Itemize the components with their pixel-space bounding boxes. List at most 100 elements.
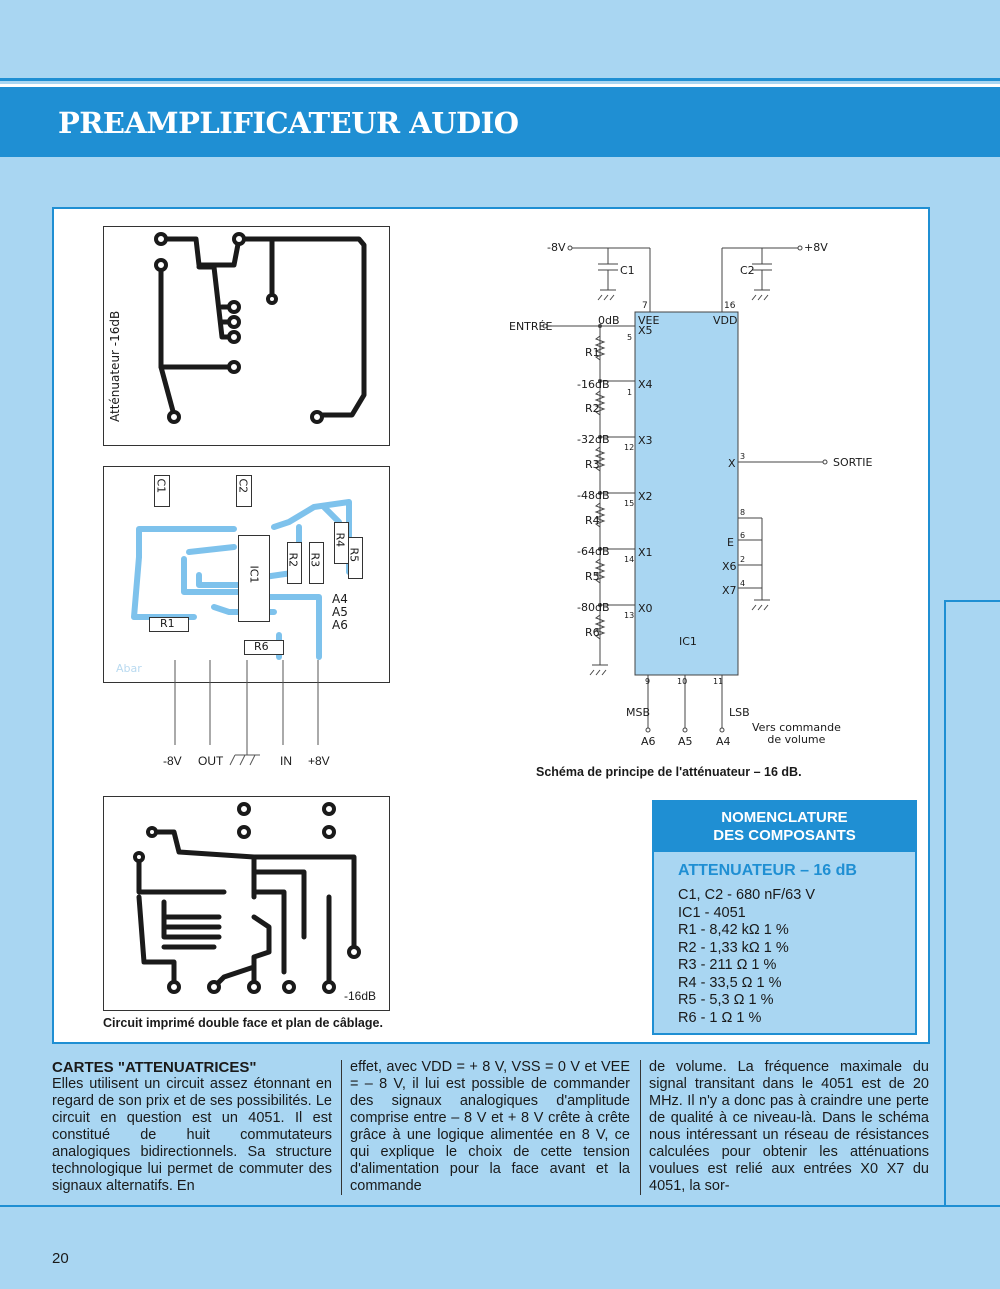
input-x6: X6	[722, 560, 737, 573]
comp-r2: R2	[286, 552, 300, 568]
component-list: C1, C2 - 680 nF/63 V IC1 - 4051 R1 - 8,4…	[678, 887, 815, 1027]
input-label: ENTRÉE	[509, 320, 553, 333]
out-a4: A4	[332, 592, 348, 606]
page-title: PREAMPLIFICATEUR AUDIO	[58, 106, 519, 140]
watermark: Abar	[116, 662, 142, 675]
pin-6: 6	[740, 531, 746, 540]
comp-r6: R6	[254, 640, 269, 653]
input-x2: X2	[638, 490, 653, 503]
list-item: R3 - 211 Ω 1 %	[678, 957, 777, 973]
comp-c1: C1	[154, 478, 168, 494]
res-r1: R1	[585, 346, 600, 359]
pin-pos8v: +8V	[308, 754, 330, 768]
input-x0: X0	[638, 602, 653, 615]
comp-r3: R3	[308, 552, 322, 568]
list-item: C1, C2 - 680 nF/63 V	[678, 887, 816, 903]
nomenclature-header: NOMENCLATURE DES COMPOSANTS	[654, 802, 915, 852]
pin-10: 10	[677, 677, 688, 686]
list-item: IC1 - 4051	[678, 904, 746, 921]
pcb-copper-traces-2	[133, 802, 361, 994]
addr-a4: A4	[716, 735, 731, 748]
list-item: R2 - 1,33 kΩ 1 %	[678, 939, 789, 956]
pin-5: 5	[627, 333, 633, 342]
comp-ic1: IC1	[247, 565, 261, 584]
pin-in: IN	[280, 754, 292, 768]
comp-r1: R1	[160, 617, 175, 630]
pin-12: 12	[624, 443, 635, 452]
cap-c2-label: C2	[740, 264, 755, 277]
list-item: R1 - 8,42 kΩ 1 %	[678, 922, 789, 938]
supply-neg-label: -8V	[547, 241, 566, 254]
list-item: R5 - 5,3 Ω 1 %	[678, 992, 774, 1008]
level-32db: -32dB	[577, 433, 610, 446]
schematic-diagram	[542, 245, 828, 733]
pin-2: 2	[740, 555, 746, 564]
res-r2: R2	[585, 402, 600, 415]
pin-9: 9	[645, 677, 651, 686]
article-col-1: Elles utilisent un circuit assez étonnan…	[52, 1076, 332, 1194]
pin-8: 8	[740, 508, 746, 517]
level-48db: -48dB	[577, 489, 610, 502]
list-item: R6 - 1 Ω 1 %	[678, 1009, 762, 1026]
board3-label: -16dB	[344, 989, 377, 1003]
pin-neg8v: -8V	[163, 754, 182, 768]
supply-pos-label: +8V	[804, 241, 828, 254]
column-divider	[640, 1060, 641, 1195]
pcb-copper-traces	[154, 232, 367, 424]
pin-4: 4	[740, 579, 746, 588]
article-col-2: effet, avec VDD = + 8 V, VSS = 0 V et VE…	[350, 1059, 630, 1194]
nomenclature-box: NOMENCLATURE DES COMPOSANTS ATTENUATEUR …	[652, 800, 917, 1035]
input-x5: X5	[638, 324, 653, 337]
pin-1: 1	[627, 388, 633, 397]
volume-note: Vers commande de volume	[752, 721, 841, 746]
comp-r4: R4	[333, 532, 347, 548]
article-heading: CARTES "ATTENUATRICES"	[52, 1059, 257, 1076]
res-r4: R4	[585, 514, 600, 527]
level-80db: -80dB	[577, 601, 610, 614]
title-band	[0, 84, 1000, 157]
output-label: SORTIE	[833, 456, 873, 469]
level-64db: -64dB	[577, 545, 610, 558]
margin-tab	[944, 600, 1000, 1205]
pin-15: 15	[624, 499, 635, 508]
input-x7: X7	[722, 584, 737, 597]
pin-14: 14	[624, 555, 635, 564]
chip-ic1: IC1	[679, 635, 697, 648]
pcb-double-face: -16dB	[103, 796, 390, 1011]
nomenclature-subtitle: ATTENUATEUR – 16 dB	[678, 862, 857, 879]
address-outputs: A4 A5 A6	[332, 593, 348, 632]
pcb-component-layout: C1 C2 R4 R5 R2 R3 IC1 R1 R6 A4 A5 A6 Aba…	[103, 466, 390, 683]
pin-out: OUT	[198, 754, 224, 768]
cap-c1-label: C1	[620, 264, 635, 277]
schematic-caption: Schéma de principe de l'atténuateur – 16…	[536, 765, 802, 779]
comp-c2: C2	[236, 478, 250, 494]
level-0db: 0dB	[598, 314, 620, 327]
res-r3: R3	[585, 458, 600, 471]
column-divider	[341, 1060, 342, 1195]
board-caption: Circuit imprimé double face et plan de c…	[103, 1016, 383, 1030]
top-rule	[0, 78, 1000, 81]
level-16db: -16dB	[577, 378, 610, 391]
input-x4: X4	[638, 378, 653, 391]
article-col-3: de volume. La fréquence maximale du sign…	[649, 1059, 929, 1194]
pin-13: 13	[624, 611, 635, 620]
wiring-leads	[174, 660, 319, 766]
out-a5: A5	[332, 605, 348, 619]
chip-vee: VEE	[638, 314, 660, 327]
pin-e: E	[727, 536, 734, 549]
ic-outline	[238, 535, 270, 622]
nomenclature-body: ATTENUATEUR – 16 dB C1, C2 - 680 nF/63 V…	[654, 852, 915, 1033]
out-a6: A6	[332, 618, 348, 632]
msb-label: MSB	[626, 706, 651, 719]
pin-11: 11	[713, 677, 724, 686]
lsb-label: LSB	[729, 706, 750, 719]
pin-3: 3	[740, 452, 746, 461]
bottom-rule	[0, 1205, 1000, 1207]
addr-a6: A6	[641, 735, 656, 748]
pin-7: 7	[642, 301, 648, 311]
res-r6: R6	[585, 626, 600, 639]
chip-vdd: VDD	[713, 314, 738, 327]
comp-r5: R5	[347, 547, 361, 563]
list-item: R4 - 33,5 Ω 1 %	[678, 974, 782, 991]
pin-16: 16	[724, 301, 736, 311]
